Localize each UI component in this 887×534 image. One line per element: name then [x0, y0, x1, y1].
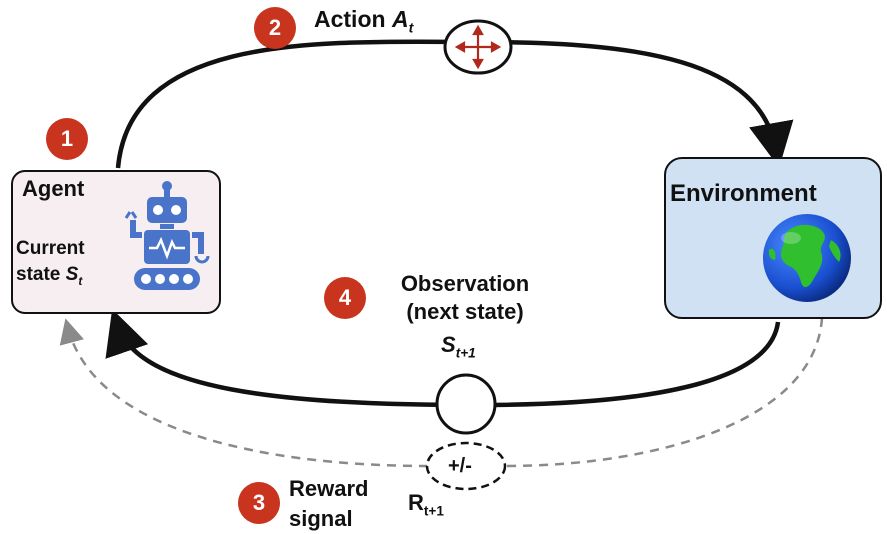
- environment-title: Environment: [670, 180, 817, 207]
- robot-icon: [124, 181, 210, 290]
- reward-sign: +/-: [448, 455, 472, 477]
- reward-node: [425, 441, 507, 491]
- agent-title: Agent: [22, 176, 85, 201]
- action-label: Action At: [314, 6, 414, 37]
- action-step-badge: 2: [254, 7, 296, 49]
- reward-dashed-left: [59, 318, 429, 468]
- reward-dashed-right: [504, 317, 824, 468]
- globe-icon: [763, 214, 851, 302]
- agent-state-line1: Current: [16, 238, 85, 259]
- reward-step-badge: 3: [238, 482, 280, 524]
- move-arrows-icon: [454, 24, 502, 70]
- observation-node: [435, 373, 497, 435]
- observation-step-badge: 4: [324, 277, 366, 319]
- agent-step-badge: 1: [46, 118, 88, 160]
- observation-symbol: St+1: [441, 332, 476, 361]
- reward-symbol: Rt+1: [408, 490, 444, 519]
- action-arc: [115, 39, 794, 169]
- reward-label: Reward signal: [289, 476, 369, 531]
- agent-state-line2: state St: [16, 264, 83, 288]
- observation-label: Observation (next state): [400, 271, 530, 324]
